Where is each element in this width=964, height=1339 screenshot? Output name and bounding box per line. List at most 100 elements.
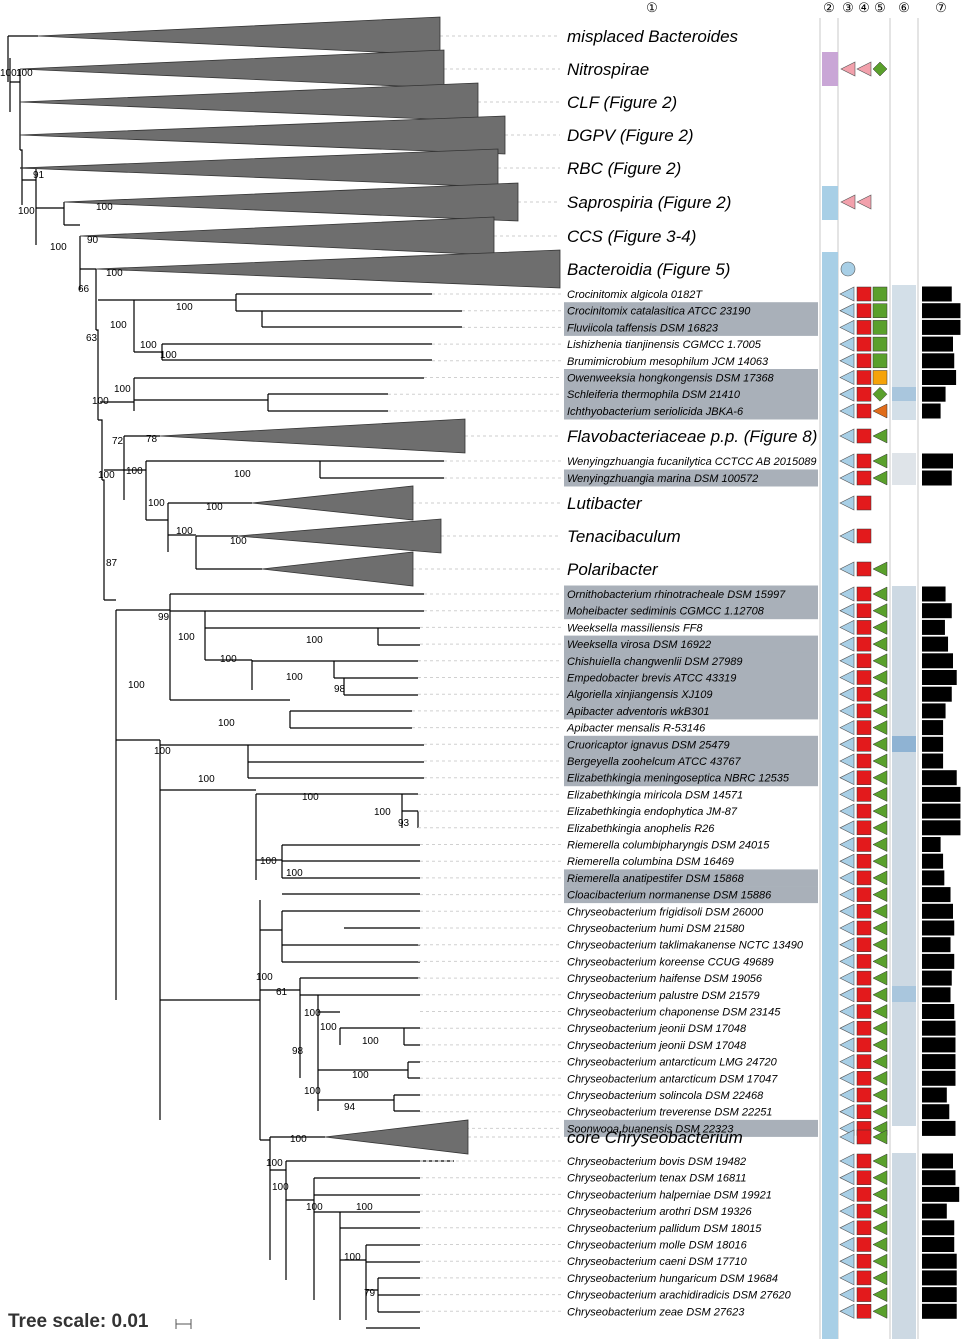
branch	[286, 1177, 420, 1320]
green-triangle-marker	[872, 1170, 888, 1186]
bootstrap-label: 100	[220, 654, 237, 665]
bootstrap-label: 100	[126, 466, 143, 477]
blue-triangle-marker	[839, 470, 855, 486]
column-header-1: ①	[646, 0, 658, 15]
green-triangle-marker	[872, 1287, 888, 1303]
leaf-highlight	[564, 402, 818, 420]
bootstrap-label: 100	[286, 868, 303, 879]
leaf-label: Chryseobacterium molle DSM 18016	[567, 1240, 748, 1252]
bootstrap-label: 87	[106, 558, 118, 569]
red-square-marker	[856, 286, 872, 302]
green-triangle-marker	[872, 586, 888, 602]
column-7-bar	[922, 303, 961, 319]
green-triangle-marker	[872, 453, 888, 469]
column-7-bar	[922, 386, 946, 402]
red-square-marker	[856, 837, 872, 852]
column-7-bar	[922, 720, 944, 736]
blue-triangle-marker	[839, 1070, 855, 1086]
blue-triangle-marker	[839, 937, 855, 953]
leaf-highlight	[564, 702, 818, 720]
tree-scale-label: Tree scale: 0.01	[8, 1311, 149, 1332]
red-square-marker	[856, 853, 872, 869]
leaf-label: Ichthyobacterium seriolicida JBKA-6	[567, 406, 744, 418]
leaf-label: Chryseobacterium hungaricum DSM 19684	[567, 1273, 778, 1285]
leaf-label: Wenyingzhuangia fucanilytica CCTCC AB 20…	[567, 456, 816, 468]
green-square-marker	[872, 353, 888, 369]
green-triangle-marker	[872, 803, 888, 819]
column-2-strips	[822, 52, 838, 1339]
inner-clade-label: core Chryseobacterium	[567, 1128, 743, 1147]
red-square-marker	[856, 561, 872, 577]
leaf-label: Elizabethkingia meningoseptica NBRC 1253…	[567, 773, 790, 785]
column-7-bar	[922, 953, 955, 969]
column-6-heat	[892, 285, 916, 1339]
blue-triangle-marker	[839, 1004, 855, 1019]
branch	[160, 900, 420, 1140]
red-square-marker	[856, 720, 872, 735]
leaf-label: Chryseobacterium palustre DSM 21579	[567, 990, 760, 1002]
red-square-marker	[856, 870, 872, 886]
blue-triangle-marker	[839, 636, 855, 652]
column-7-bar	[922, 1037, 956, 1053]
green-triangle-marker	[872, 1253, 888, 1269]
leaf-label: Chryseobacterium jeonii DSM 17048	[567, 1040, 747, 1052]
blue-triangle-marker	[839, 1020, 855, 1036]
column-7-bar	[922, 1104, 950, 1120]
bootstrap-label: 78	[146, 434, 158, 445]
column-7-bar	[922, 887, 951, 903]
bootstrap-label: 100	[234, 469, 251, 480]
leaf-label: Chryseobacterium arothri DSM 19326	[567, 1206, 753, 1218]
red-square-marker	[856, 636, 872, 652]
leaf-highlight	[564, 869, 818, 887]
red-square-marker	[856, 887, 872, 902]
column-7-bar	[922, 670, 957, 685]
column-7-bar	[922, 1153, 953, 1169]
green-triangle-marker	[872, 636, 888, 652]
blue-triangle-marker	[839, 1220, 855, 1236]
column-7-bar	[922, 970, 952, 986]
column-7-bar	[922, 453, 953, 469]
leaf-label: Crocinitomix catalasitica ATCC 23190	[567, 306, 751, 318]
green-triangle-marker	[872, 770, 888, 786]
blue-triangle-marker	[839, 303, 855, 319]
leaf-highlight	[564, 735, 818, 753]
blue-triangle-marker	[839, 970, 855, 986]
green-triangle-marker	[872, 1070, 888, 1086]
column-7-bar	[922, 370, 957, 385]
green-triangle-marker	[872, 820, 888, 836]
blue-triangle-marker	[839, 1153, 855, 1169]
blue-triangle-marker	[839, 1104, 855, 1120]
leaf-label: Chryseobacterium bovis DSM 19482	[567, 1156, 746, 1168]
leaf-label: Chryseobacterium antarcticum DSM 17047	[567, 1073, 778, 1085]
green-triangle-marker	[872, 1104, 888, 1120]
blue-triangle-marker	[839, 428, 855, 444]
column-7-bar	[922, 686, 952, 702]
bootstrap-label: 100	[374, 807, 391, 818]
blue-triangle-marker	[839, 837, 855, 852]
blue-triangle-marker	[839, 1270, 855, 1286]
leaf-label: Owenweeksia hongkongensis DSM 17368	[567, 373, 775, 385]
bootstrap-label: 99	[158, 612, 170, 623]
blue-triangle-marker	[839, 1129, 855, 1145]
leaf-label: Apibacter mensalis R-53146	[566, 723, 706, 735]
leaf-highlight	[564, 602, 818, 620]
leaf-label: Fluviicola taffensis DSM 16823	[567, 322, 719, 334]
blue-triangle-marker	[839, 887, 855, 903]
branch	[170, 699, 412, 729]
green-diamond-marker	[872, 61, 888, 77]
bootstrap-label: 100	[92, 396, 109, 407]
column-header-2: ②	[823, 0, 835, 15]
leaf-label: Weeksella massiliensis FF8	[567, 622, 703, 634]
bootstrap-label: 100	[304, 1008, 321, 1019]
red-square-marker	[856, 653, 872, 669]
branch	[256, 844, 420, 895]
leaf-label: Apibacter adventoris wkB301	[566, 706, 709, 718]
red-square-marker	[856, 987, 872, 1003]
red-square-marker	[856, 470, 872, 486]
blue-triangle-marker	[839, 1054, 855, 1070]
bootstrap-label: 100	[362, 1036, 379, 1047]
red-square-marker	[856, 954, 872, 969]
bootstrap-label: 100	[206, 502, 223, 513]
green-triangle-marker	[872, 1004, 888, 1019]
green-triangle-marker	[872, 853, 888, 869]
